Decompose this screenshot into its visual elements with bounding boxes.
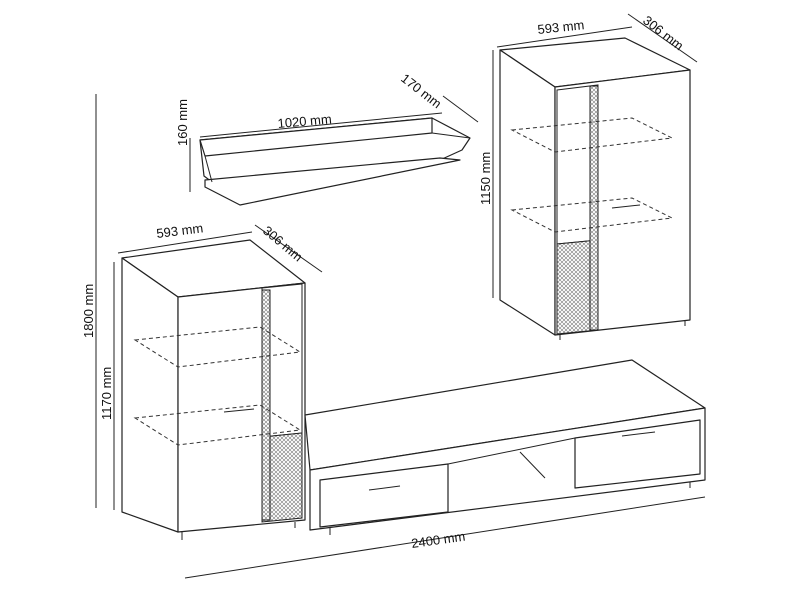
dimension-lines (95, 13, 706, 579)
wall-shelf (199, 117, 471, 206)
left-cabinet (121, 239, 306, 540)
total-width-label: 2400 mm (410, 529, 466, 551)
shelf-depth-label: 170 mm (398, 71, 444, 112)
left-cabinet-width-label: 593 mm (156, 220, 204, 241)
right-cabinet-depth-label: 306 mm (640, 13, 686, 54)
right-cabinet-height-label: 1150 mm (478, 152, 493, 205)
shelf-height-label: 160 mm (175, 99, 190, 146)
right-cabinet (499, 37, 691, 340)
right-cabinet-width-label: 593 mm (537, 17, 585, 37)
left-cabinet-height-label: 1170 mm (99, 367, 114, 420)
shelf-width-label: 1020 mm (277, 111, 332, 131)
tv-stand (304, 359, 706, 535)
total-height-label: 1800 mm (81, 284, 96, 338)
